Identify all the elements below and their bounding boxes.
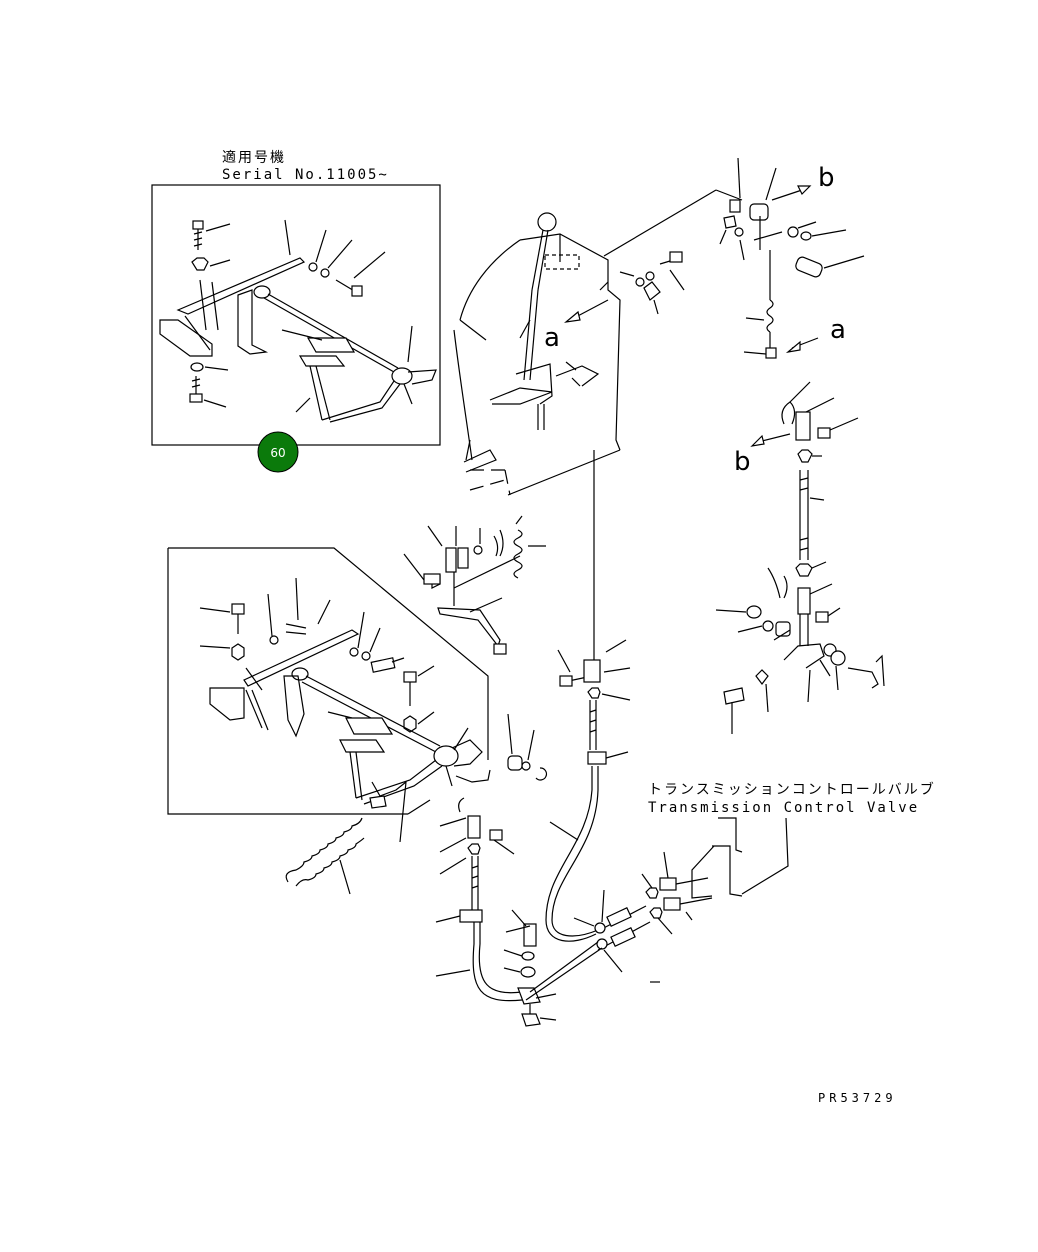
- inset-nut-upper: [191, 257, 231, 271]
- inset-washers: [308, 229, 386, 297]
- item-badge: 60: [257, 431, 299, 473]
- connection-mark-a-right: a: [830, 315, 846, 345]
- connection-mark-a-top: a: [544, 323, 560, 353]
- top-right-linkage: b a: [719, 157, 865, 359]
- serial-number-label: Serial No.11005~: [222, 167, 389, 183]
- pedal-inset: [167, 547, 548, 843]
- connection-mark-b-top: b: [818, 163, 835, 193]
- inset-bolt-upper: [192, 220, 231, 250]
- inset-pedal-assembly: [253, 285, 437, 423]
- inset-bracket: [159, 219, 306, 357]
- middle-linkage: [403, 515, 546, 655]
- connection-mark-b-right: b: [734, 447, 751, 477]
- cable-left: [435, 797, 557, 1027]
- cable-right: [545, 639, 631, 942]
- transmission-valve: トランスミッションコントロールバルブ Transmission Control …: [525, 781, 936, 1001]
- serial-variant-inset: 適用号機 Serial No.11005~: [151, 149, 441, 473]
- inset-washer-lower: [190, 362, 229, 372]
- applicable-serial-jp: 適用号機: [222, 149, 286, 166]
- drawing-code: PR53729: [818, 1091, 897, 1105]
- lever-housing: a: [453, 189, 743, 660]
- transmission-label-jp: トランスミッションコントロールバルブ: [648, 781, 936, 798]
- transmission-label-en: Transmission Control Valve: [648, 800, 919, 816]
- inset-bolt-lower: [189, 376, 227, 408]
- right-linkage: b: [715, 381, 885, 734]
- item-badge-number: 60: [270, 446, 285, 460]
- return-spring: [285, 817, 365, 895]
